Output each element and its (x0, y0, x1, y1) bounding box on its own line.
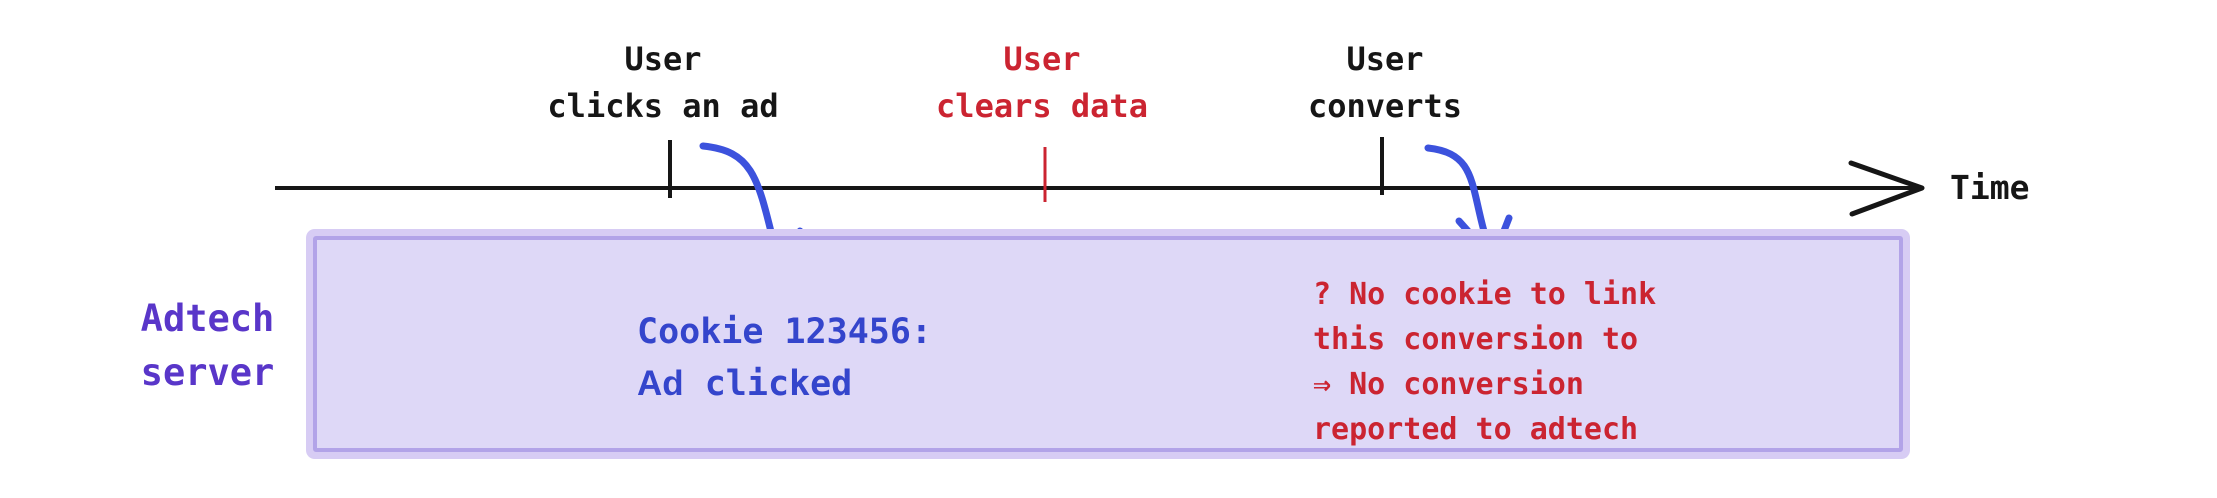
event-line2: clicks an ad (547, 87, 779, 125)
event-line2: converts (1307, 87, 1463, 125)
warning-line: ⇒ No conversion (1313, 367, 1584, 402)
event-line2: clears data (936, 87, 1148, 125)
server-label-line1: Adtech (140, 297, 275, 340)
event-line1: User (1003, 40, 1081, 78)
warning-line: reported to adtech (1313, 412, 1639, 447)
cookie-note-line2: Ad clicked (637, 358, 932, 410)
time-axis-label: Time (1950, 168, 2030, 207)
cookie-note-clicked-word: clicked (704, 364, 853, 404)
warning-line: this conversion to (1313, 322, 1639, 357)
event-line1: User (624, 40, 702, 78)
no-cookie-warning-note: ? No cookie to link this conversion to ⇒… (1313, 272, 1656, 452)
adtech-server-label: Adtech server (120, 292, 295, 400)
cookie-note-line1: Cookie 123456: (637, 312, 933, 352)
event-label-user-converts: User converts (1308, 36, 1462, 130)
cookie-note-ad-word: Ad (637, 364, 684, 403)
server-label-line2: server (140, 351, 275, 394)
adtech-server-box (313, 236, 1903, 452)
warning-line: ? No cookie to link (1313, 277, 1657, 312)
cookie-logged-note: Cookie 123456: Ad clicked (637, 306, 932, 410)
time-axis-arrowhead-icon (1848, 160, 1925, 217)
event-line1: User (1346, 40, 1424, 78)
event-label-user-clears-data: User clears data (936, 36, 1148, 130)
event-label-user-clicks-ad: User clicks an ad (547, 36, 778, 130)
